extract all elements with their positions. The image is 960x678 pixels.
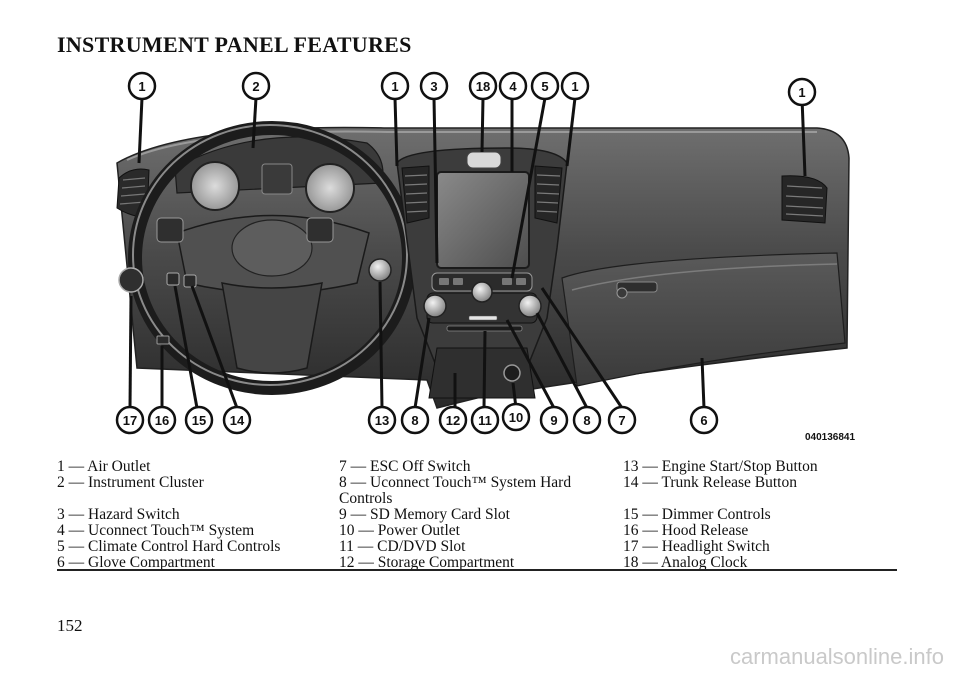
callout-9: 9 [539,405,569,435]
svg-text:4: 4 [509,79,517,94]
svg-text:7: 7 [618,413,625,428]
trunk-release-button [183,274,197,288]
power-outlet [503,364,521,382]
callout-1-center-right: 1 [560,71,590,101]
page-title: INSTRUMENT PANEL FEATURES [57,32,412,57]
callout-14: 14 [222,405,252,435]
legend-column-3: 13 — Engine Start/Stop Button 14 — Trunk… [623,459,897,571]
legend-item: 7 — ESC Off Switch [339,458,471,475]
svg-text:10: 10 [509,410,523,425]
svg-text:15: 15 [192,413,206,428]
svg-text:3: 3 [430,79,437,94]
legend-item: 9 — SD Memory Card Slot [339,506,510,523]
legend-item: 3 — Hazard Switch [57,506,180,523]
sd-card-slot [468,315,498,321]
svg-text:2: 2 [252,79,259,94]
callout-2: 2 [241,71,271,101]
legend-item: 5 — Climate Control Hard Controls [57,538,281,555]
headlight-switch-knob [118,267,144,293]
svg-text:12: 12 [446,413,460,428]
callout-6: 6 [689,405,719,435]
dimmer-controls [166,272,180,286]
figure-code: 040136841 [805,432,855,443]
callout-13: 13 [367,405,397,435]
legend-item: 11 — CD/DVD Slot [339,538,466,555]
svg-text:1: 1 [571,79,578,94]
legend-spacer [623,491,897,507]
legend-item: 10 — Power Outlet [339,522,460,539]
legend-item: 8 — Uconnect Touch™ System Hard Controls [339,474,572,507]
svg-text:8: 8 [583,413,590,428]
callout-11: 11 [470,405,500,435]
callout-1-center-left: 1 [380,71,410,101]
callout-16: 16 [147,405,177,435]
svg-text:5: 5 [541,79,548,94]
callout-1-left: 1 [127,71,157,101]
callout-12: 12 [438,405,468,435]
legend-item: 1 — Air Outlet [57,458,151,475]
right-knob [518,294,542,318]
speedometer-gauge [190,161,240,211]
svg-text:13: 13 [375,413,389,428]
page-number: 152 [57,616,83,635]
svg-text:9: 9 [550,413,557,428]
legend-item: 2 — Instrument Cluster [57,474,204,491]
svg-text:1: 1 [391,79,398,94]
left-knob [423,294,447,318]
callout-18: 18 [468,71,498,101]
callout-3: 3 [419,71,449,101]
legend-item: 6 — Glove Compartment [57,554,215,571]
callout-5: 5 [530,71,560,101]
callout-17: 17 [115,405,145,435]
legend-item: 17 — Headlight Switch [623,538,770,555]
svg-text:6: 6 [700,413,707,428]
legend-item: 18 — Analog Clock [623,554,748,571]
legend-item: 14 — Trunk Release Button [623,474,797,491]
instrument-panel-illustration: 1 2 1 3 18 4 5 1 1 17 16 15 14 13 8 12 1… [57,68,895,450]
steering-wheel [128,121,416,395]
watermark: carmanualsonline.info [729,644,944,669]
glove-box-handle [616,281,658,293]
callout-10: 10 [501,402,531,432]
svg-text:11: 11 [478,413,492,428]
callout-8-right: 8 [572,405,602,435]
svg-text:16: 16 [155,413,169,428]
svg-text:1: 1 [798,85,805,100]
callout-8-left: 8 [400,405,430,435]
leader-lines [128,97,807,409]
callout-4: 4 [498,71,528,101]
center-knob [471,281,493,303]
engine-start-button [368,258,392,282]
legend-column-2: 7 — ESC Off Switch 8 — Uconnect Touch™ S… [339,459,611,571]
svg-text:1: 1 [138,79,145,94]
callout-15: 15 [184,405,214,435]
callouts-top: 1 2 1 3 18 4 5 1 1 [127,71,817,107]
legend-item: 12 — Storage Compartment [339,554,515,571]
tachometer-gauge [305,163,355,213]
svg-text:17: 17 [123,413,137,428]
callout-1-right: 1 [787,77,817,107]
legend-item: 4 — Uconnect Touch™ System [57,522,255,539]
horizontal-rule [57,569,897,571]
callout-7: 7 [607,405,637,435]
legend-spacer [57,491,327,507]
svg-text:18: 18 [476,79,490,94]
svg-text:14: 14 [230,413,245,428]
legend-column-1: 1 — Air Outlet 2 — Instrument Cluster 3 … [57,459,327,571]
analog-clock [466,151,502,169]
callouts-bottom: 17 16 15 14 13 8 12 11 10 9 8 7 6 [115,402,719,435]
legend-item: 13 — Engine Start/Stop Button [623,458,818,475]
center-left-air-outlet [401,165,430,224]
legend-item: 15 — Dimmer Controls [623,506,771,523]
hood-release [156,335,170,345]
center-right-air-outlet [534,165,563,224]
legend-item: 16 — Hood Release [623,522,749,539]
svg-text:8: 8 [411,413,418,428]
